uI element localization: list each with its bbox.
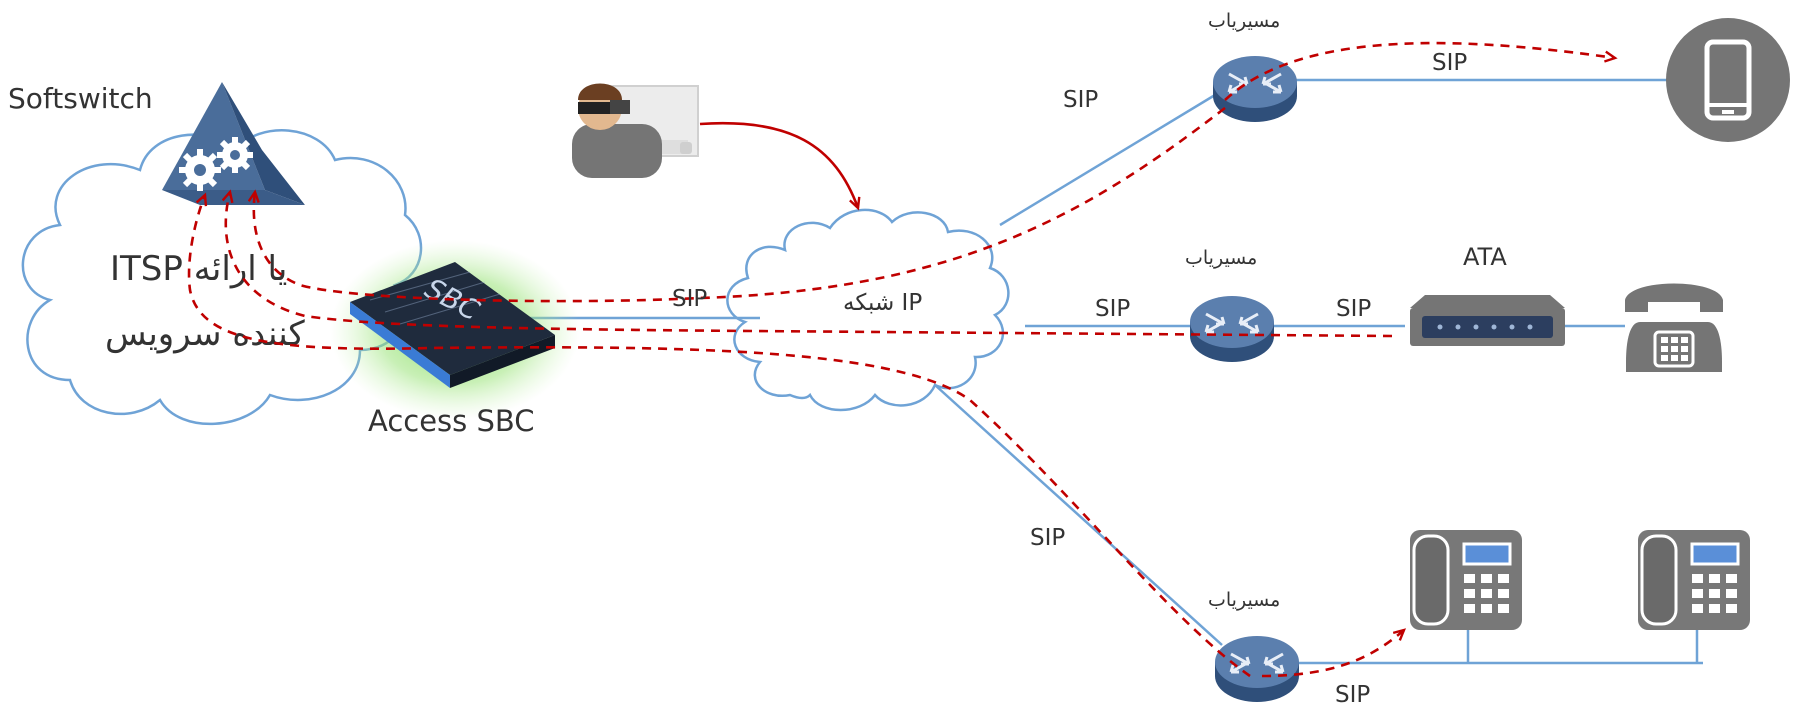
link-ipnet-router-bottom: [934, 384, 1223, 646]
itsp-cloud: [21, 129, 423, 426]
sip-label-top-link: SIP: [1063, 87, 1098, 113]
flow-bottom-to-ipphone: [1261, 630, 1404, 678]
network-links: [525, 78, 1703, 665]
hacker-computer-icon: [572, 83, 699, 178]
sip-label-mid-left: SIP: [1095, 296, 1130, 322]
flow-top-to-softswitch: [254, 106, 1226, 303]
flow-top-to-mobile: [1224, 41, 1615, 101]
router-bottom-label: مسیریاب: [1208, 589, 1280, 611]
link-ipnet-router-top: [999, 93, 1216, 227]
router-icon-mid: [1188, 294, 1276, 364]
ata-label: ATA: [1463, 243, 1507, 271]
sip-label-bottom-link: SIP: [1030, 525, 1065, 551]
ata-adapter-icon: [1410, 287, 1565, 346]
router-top-label: مسیریاب: [1208, 10, 1280, 32]
ip-network-cloud: [726, 208, 1010, 412]
ip-desk-phone-icon-1: [1408, 528, 1524, 632]
flow-mid-to-softswitch: [226, 192, 1393, 338]
sip-label-sbc: SIP: [672, 286, 707, 312]
sip-label-mid-right: SIP: [1336, 296, 1371, 322]
analog-phone-icon: [1625, 283, 1723, 372]
mobile-phone-icon: [1666, 18, 1790, 142]
sip-label-top-phone: SIP: [1432, 50, 1467, 76]
attacker-arrow: [699, 121, 858, 208]
softswitch-label: Softswitch: [8, 82, 153, 115]
router-mid-label: مسیریاب: [1185, 247, 1257, 269]
sip-flows: [187, 41, 1615, 678]
ip-network-label: شبکه IP: [843, 290, 922, 316]
ip-desk-phone-icon-2: [1636, 528, 1752, 632]
flow-bottom-to-softswitch: [187, 195, 1251, 678]
itsp-label-line1: ITSP یا ارائه: [110, 249, 287, 289]
sip-label-bottom-phone: SIP: [1335, 682, 1370, 708]
itsp-label-line2: کننده سرویس: [105, 314, 305, 354]
access-sbc-label: Access SBC: [368, 404, 535, 438]
router-icon-bottom: [1213, 634, 1301, 704]
